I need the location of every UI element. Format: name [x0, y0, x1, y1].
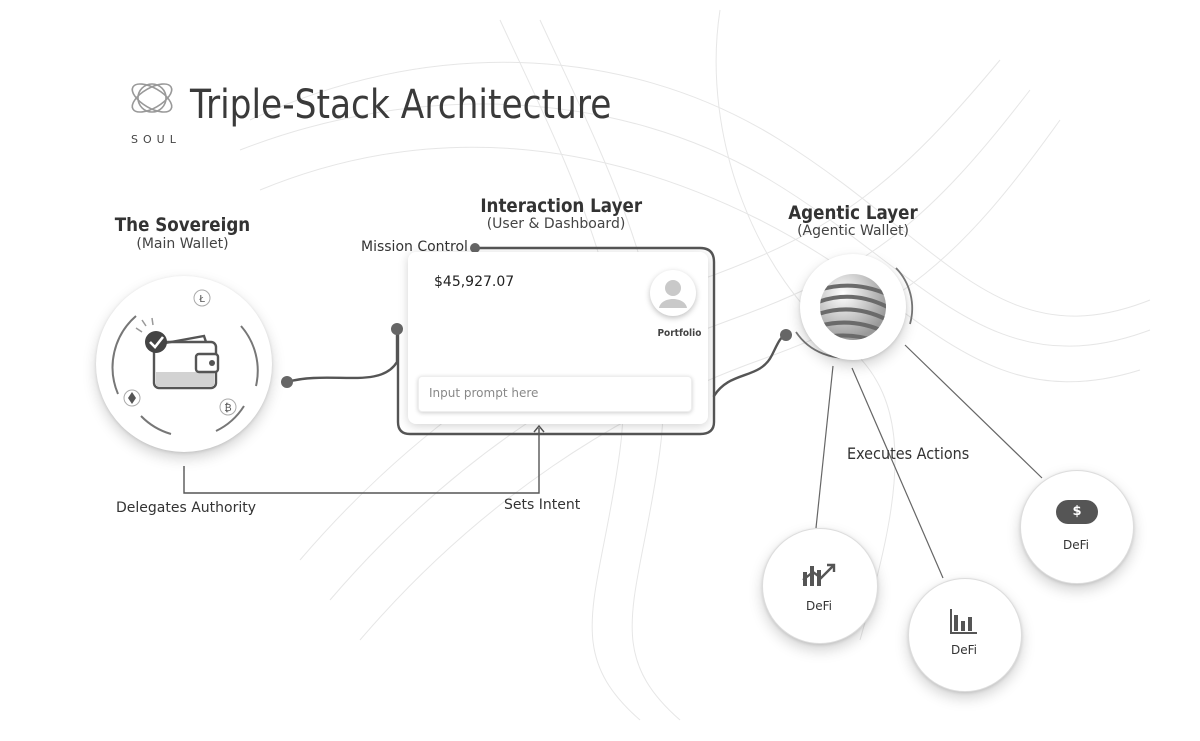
defi-node-1-label: DeFi: [806, 599, 832, 613]
dashboard-to-agent-line: [712, 333, 788, 398]
portfolio-label[interactable]: Portfolio: [657, 328, 702, 339]
bar-chart-icon: [950, 609, 977, 634]
sovereign-subtitle: (Main Wallet): [136, 236, 229, 252]
page-title: Triple-Stack Architecture: [190, 82, 612, 128]
striped-sphere-icon: [820, 274, 886, 340]
dollar-icon: $: [1056, 500, 1098, 524]
prompt-input[interactable]: Input prompt here: [418, 376, 692, 412]
agentic-subtitle: (Agentic Wallet): [797, 223, 909, 239]
user-avatar-icon[interactable]: [650, 270, 696, 316]
connector-lines: [285, 246, 788, 436]
defi-node-3-label: DeFi: [1063, 538, 1089, 552]
interaction-title: Interaction Layer: [480, 195, 643, 217]
executes-actions-label: Executes Actions: [847, 444, 970, 463]
execution-lines: [815, 344, 1043, 579]
brand-name: SOUL: [131, 133, 181, 146]
dashboard-frame: [396, 246, 716, 436]
interaction-subtitle: (User & Dashboard): [486, 216, 626, 232]
sovereign-to-dashboard-line: [285, 328, 399, 384]
sovereign-node-graphics: Ł ₿: [111, 289, 259, 435]
sets-intent-label: Sets Intent: [504, 497, 581, 513]
ethereum-icon: [123, 389, 141, 407]
litecoin-icon: Ł: [193, 289, 211, 307]
soul-logo: [124, 70, 180, 126]
defi-node-2[interactable]: [908, 578, 1022, 692]
delegates-authority-line: [183, 428, 540, 494]
svg-text:Ł: Ł: [198, 294, 205, 305]
sets-intent-arrow: [533, 424, 545, 433]
connector-dots: [281, 243, 792, 388]
defi-node-2-label: DeFi: [951, 643, 977, 657]
delegation-lines: [183, 424, 545, 494]
defi-node-3[interactable]: [1020, 470, 1134, 584]
delegates-authority-label: Delegates Authority: [116, 500, 257, 516]
check-icon: [135, 317, 167, 353]
portfolio-balance: $45,927.07: [434, 274, 515, 290]
bitcoin-icon: ₿: [219, 398, 237, 416]
soul-ring-logo-icon: [131, 83, 173, 113]
agentic-title: Agentic Layer: [788, 202, 918, 224]
sovereign-title: The Sovereign: [114, 214, 251, 236]
bar-trend-chart-icon: [802, 563, 836, 586]
wallet-icon: [152, 334, 220, 390]
svg-text:₿: ₿: [224, 402, 231, 414]
mission-control-label: Mission Control: [361, 239, 468, 255]
